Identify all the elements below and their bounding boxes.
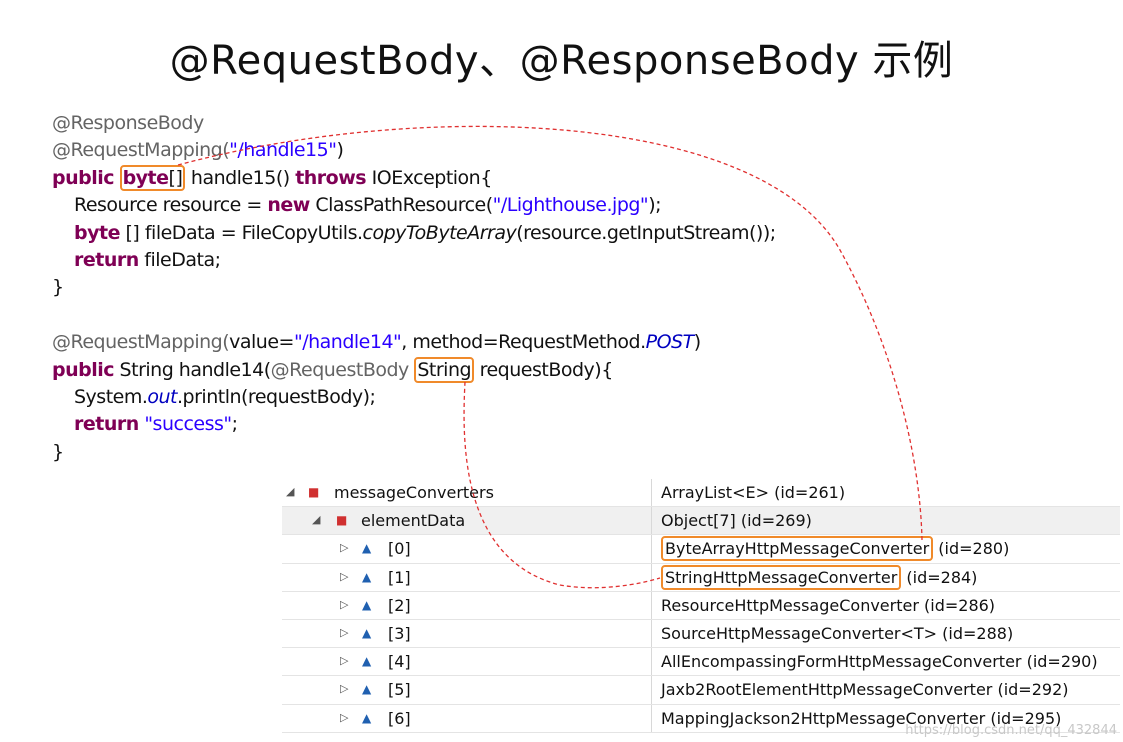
triangle-down-icon[interactable]: ◢ <box>286 485 295 498</box>
triangle-right-icon[interactable]: ▷ <box>340 597 349 611</box>
tree-row-element-2[interactable]: ▷ ▲ [2] ResourceHttpMessageConverter (id… <box>282 591 1120 620</box>
blue-triangle-icon: ▲ <box>362 597 372 612</box>
blue-triangle-icon: ▲ <box>362 541 372 556</box>
code-line-3: public byte[] handle15() throws IOExcept… <box>52 164 492 191</box>
tree-row-element-data[interactable]: ◢ ■ elementData Object[7] (id=269) <box>282 507 1120 536</box>
code-line-10: public String handle14(@RequestBody Stri… <box>52 356 613 383</box>
code-line-1: @ResponseBody <box>52 112 204 134</box>
tree-row-message-converters[interactable]: ◢ ■ messageConverters ArrayList<E> (id=2… <box>282 479 1120 508</box>
code-line-13: } <box>52 440 64 463</box>
tree-row-element-5[interactable]: ▷ ▲ [5] Jaxb2RootElementHttpMessageConve… <box>282 676 1120 705</box>
blue-triangle-icon: ▲ <box>362 654 372 669</box>
red-square-icon: ■ <box>308 485 320 499</box>
variables-tree: ◢ ■ messageConverters ArrayList<E> (id=2… <box>282 479 1120 733</box>
code-line-9: @RequestMapping(value="/handle14", metho… <box>52 331 701 354</box>
triangle-right-icon[interactable]: ▷ <box>340 654 349 668</box>
byte-array-link-line <box>177 125 923 541</box>
code-line-5: byte [] fileData = FileCopyUtils.copyToB… <box>74 221 776 244</box>
triangle-right-icon[interactable]: ▷ <box>340 625 349 639</box>
string-param-highlight: String <box>414 356 475 383</box>
code-line-6: return fileData; <box>74 248 221 271</box>
string-link-line <box>463 381 661 589</box>
code-block: @ResponseBody @RequestMapping("/handle15… <box>52 110 776 466</box>
triangle-right-icon[interactable]: ▷ <box>340 710 349 724</box>
triangle-right-icon[interactable]: ▷ <box>340 541 349 555</box>
code-line-7: } <box>52 276 64 299</box>
code-line-2: @RequestMapping("/handle15") <box>52 139 344 162</box>
string-converter-highlight: StringHttpMessageConverter <box>661 564 902 590</box>
blue-triangle-icon: ▲ <box>362 710 372 725</box>
watermark: https://blog.csdn.net/qq_432844 <box>905 723 1117 738</box>
triangle-right-icon[interactable]: ▷ <box>340 682 349 696</box>
byte-array-highlight: byte[] <box>119 164 186 191</box>
byte-array-converter-highlight: ByteArrayHttpMessageConverter <box>661 536 934 562</box>
code-line-11: System.out.println(requestBody); <box>74 385 376 408</box>
tree-row-element-0[interactable]: ▷ ▲ [0] ByteArrayHttpMessageConverter (i… <box>282 535 1120 564</box>
code-line-12: return "success"; <box>74 413 238 436</box>
red-square-icon: ■ <box>336 513 348 528</box>
tree-row-element-6[interactable]: ▷ ▲ [6] MappingJackson2HttpMessageConver… <box>282 704 1120 733</box>
triangle-down-icon[interactable]: ◢ <box>312 513 321 527</box>
triangle-right-icon[interactable]: ▷ <box>340 569 349 583</box>
blue-triangle-icon: ▲ <box>362 569 372 584</box>
blue-triangle-icon: ▲ <box>362 625 372 640</box>
tree-row-element-3[interactable]: ▷ ▲ [3] SourceHttpMessageConverter<T> (i… <box>282 619 1120 649</box>
code-line-4: Resource resource = new ClassPathResourc… <box>74 194 662 217</box>
tree-row-element-4[interactable]: ▷ ▲ [4] AllEncompassingFormHttpMessageCo… <box>282 648 1120 677</box>
tree-row-element-1[interactable]: ▷ ▲ [1] StringHttpMessageConverter (id=2… <box>282 563 1120 592</box>
slide-title: @RequestBody、@ResponseBody 示例 <box>169 38 954 84</box>
blue-triangle-icon: ▲ <box>362 682 372 697</box>
